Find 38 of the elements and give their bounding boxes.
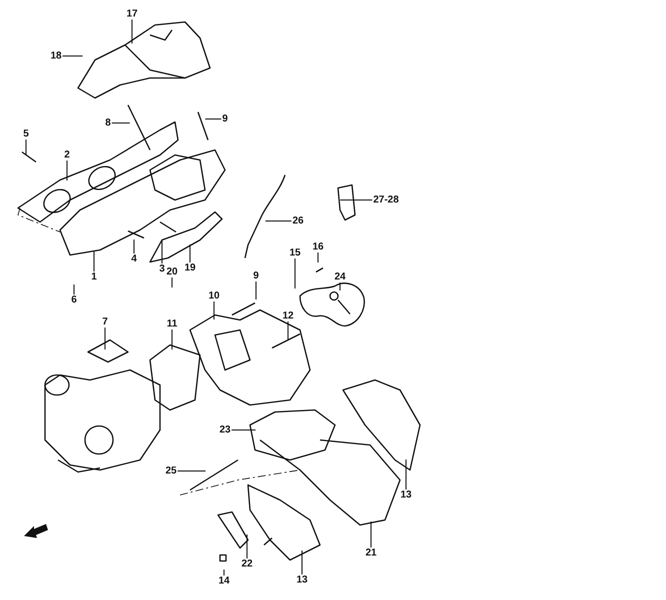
callout-number: 15 <box>288 248 302 258</box>
callout-number: 12 <box>281 310 295 322</box>
callout-number: 6 <box>70 294 78 306</box>
callout-number: 14 <box>217 576 231 586</box>
leader-line <box>294 258 296 289</box>
callout-number: 9 <box>221 114 229 124</box>
leader-line <box>264 220 292 222</box>
callout-number: 19 <box>183 262 197 274</box>
callout-number: 16 <box>311 242 325 252</box>
callout-number: 24 <box>333 272 347 282</box>
callout-number: 25 <box>164 466 178 476</box>
leader-line <box>246 534 248 559</box>
leader-line <box>204 118 222 120</box>
callout-number: 9 <box>252 270 260 282</box>
callout-number: 22 <box>240 558 254 570</box>
leader-line <box>111 122 130 124</box>
callout-number: 2 <box>63 150 71 160</box>
callout-number: 8 <box>104 118 112 128</box>
callout-number: 4 <box>130 254 138 264</box>
callout-number: 26 <box>291 216 305 226</box>
leader-line <box>370 521 372 548</box>
leader-line <box>104 327 106 350</box>
callout-number: 5 <box>22 128 30 140</box>
callout-number: 11 <box>166 318 178 330</box>
callout-number: 18 <box>49 50 63 62</box>
callout-number: 3 <box>158 264 166 274</box>
callout-number: 13 <box>295 574 309 586</box>
leader-line <box>177 470 206 472</box>
callout-number: 23 <box>218 424 232 436</box>
callout-number: 13 <box>399 490 413 500</box>
callout-number: 10 <box>207 290 221 302</box>
callout-number: 27-28 <box>372 194 400 206</box>
callout-number: 7 <box>101 316 109 328</box>
callout-number: 20 <box>165 266 179 278</box>
leader-line <box>66 160 68 181</box>
callout-number: 1 <box>90 272 98 282</box>
callout-number: 17 <box>125 8 139 20</box>
callout-number: 21 <box>364 548 378 558</box>
